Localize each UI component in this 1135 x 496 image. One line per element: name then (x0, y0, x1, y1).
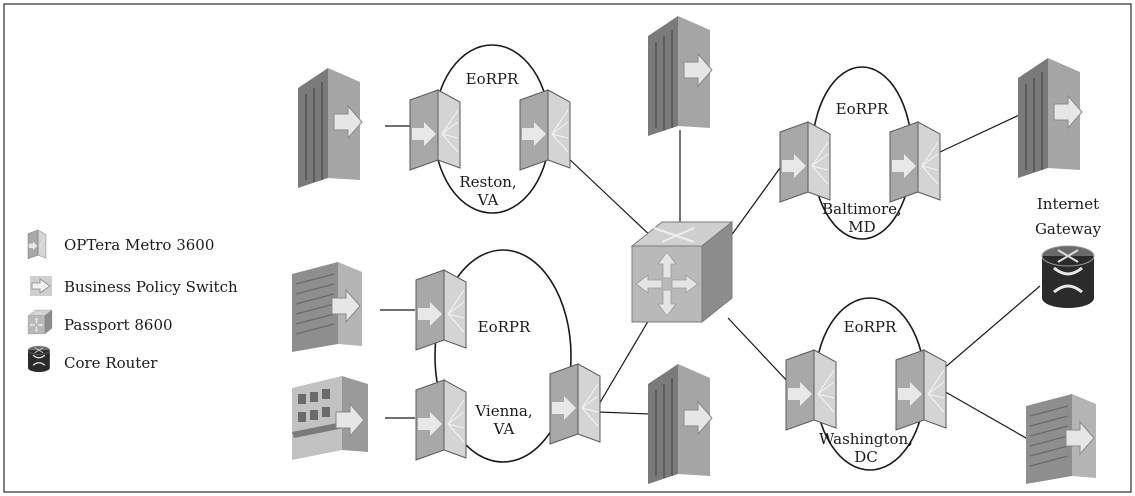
baltimore-location-line1: Baltimore, (822, 200, 902, 218)
optera-vienna-upper-icon (415, 269, 467, 351)
legend-passport-8600-icon (27, 309, 53, 335)
passport-8600-core-icon (631, 221, 733, 323)
building-vienna-brick-icon (291, 261, 363, 353)
diagram-border (3, 3, 1132, 493)
link-reston-core (565, 155, 656, 241)
reston-location-line1: Reston, (459, 173, 516, 191)
washington-location-line1: Washington, (819, 430, 913, 448)
vienna-protocol-label: EoRPR (478, 318, 531, 336)
legend-business-policy-switch-icon (30, 276, 52, 296)
washington-location-line2: DC (854, 448, 878, 466)
optera-vienna-lower-icon (415, 379, 467, 461)
optera-baltimore-left-icon (779, 121, 831, 203)
optera-vienna-right-icon (549, 363, 601, 445)
legend-label-optera: OPTera Metro 3600 (64, 236, 214, 254)
building-washington-icon (1025, 393, 1097, 485)
washington-protocol-label: EoRPR (844, 318, 897, 336)
core-router-icon (1040, 244, 1096, 310)
legend-label-passport-8600: Passport 8600 (64, 316, 173, 334)
link-vienna-building (597, 411, 651, 415)
link-washington-gateway (941, 285, 1041, 371)
legend-label-business-policy-switch: Business Policy Switch (64, 278, 238, 296)
optera-washington-right-icon (895, 349, 947, 431)
vienna-location-line2: VA (493, 420, 515, 438)
reston-protocol-label: EoRPR (466, 70, 519, 88)
links (380, 109, 1041, 447)
building-vienna-store-icon (291, 375, 369, 461)
gateway-label-line2: Gateway (1035, 220, 1102, 238)
link-vienna-core (597, 317, 651, 407)
legend: OPTera Metro 3600 Business Policy Switch… (27, 229, 238, 373)
vienna-location-line1: Vienna, (474, 402, 532, 420)
optera-reston-right-icon (519, 89, 571, 171)
legend-optera-metro-icon (27, 229, 47, 259)
optera-baltimore-right-icon (889, 121, 941, 203)
gateway-label-line1: Internet (1037, 195, 1099, 213)
building-top-icon (647, 15, 713, 137)
baltimore-location-line2: MD (848, 218, 875, 236)
ring-vienna (434, 249, 572, 463)
building-reston-icon (297, 67, 363, 189)
link-baltimore-building (939, 109, 1031, 153)
optera-washington-left-icon (785, 349, 837, 431)
building-vienna-tower-icon (647, 363, 713, 485)
link-core-baltimore (727, 167, 781, 241)
link-core-washington (727, 317, 791, 385)
link-washington-building (941, 389, 1041, 447)
legend-core-router-icon (27, 345, 51, 373)
optera-reston-left-icon (409, 89, 461, 171)
reston-location-line2: VA (477, 191, 499, 209)
legend-label-core-router: Core Router (64, 354, 158, 372)
baltimore-protocol-label: EoRPR (836, 100, 889, 118)
building-baltimore-icon (1017, 57, 1083, 179)
